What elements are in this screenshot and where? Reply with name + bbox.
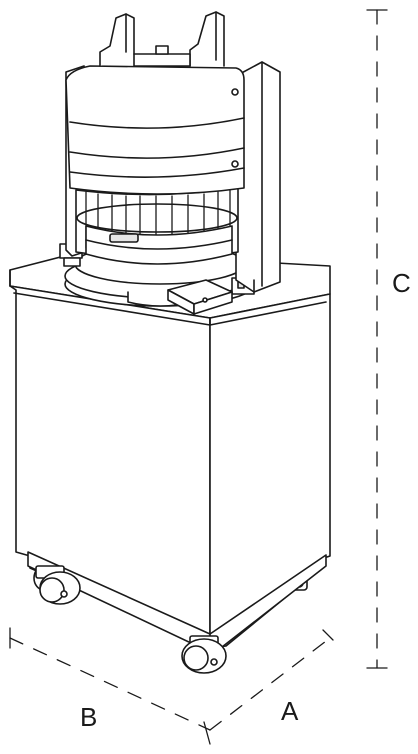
dimension-line-c (366, 9, 388, 669)
dimension-line-b (9, 627, 211, 745)
caster-front-center (181, 635, 227, 674)
dimension-label-c: C (392, 268, 411, 298)
cabinet (9, 251, 331, 674)
machine-head (59, 11, 281, 315)
cutter-drum (75, 187, 239, 265)
top-handles (99, 11, 225, 67)
dimension-label-b: B (80, 702, 98, 732)
control-pedal (167, 279, 233, 315)
dimension-label-a: A (281, 696, 299, 726)
caster-front-left (35, 565, 81, 605)
top-housing (65, 65, 245, 195)
dimension-line-a (209, 629, 334, 731)
dimension-lines (9, 9, 388, 745)
